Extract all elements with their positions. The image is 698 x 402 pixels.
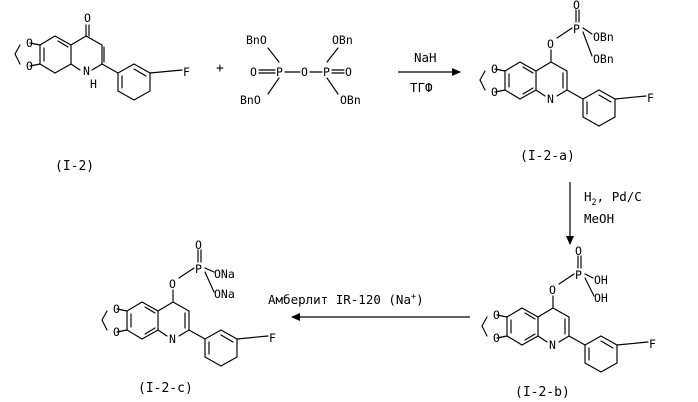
atom-label: O: [84, 11, 91, 25]
atom-label: P: [323, 65, 330, 79]
arrow-condition-line1: H2, Pd/C: [584, 189, 642, 208]
atom-label: BnO: [246, 33, 267, 47]
atom-label: H: [90, 77, 97, 91]
reagent-pyrophosphate: BnO OBn BnO OBn O P O P O: [240, 33, 361, 107]
atom-label: O: [301, 65, 308, 79]
compound-label: (I-2-c): [138, 381, 193, 396]
atom-label: OBn: [340, 93, 361, 107]
atom-label: F: [647, 91, 654, 105]
atom-label: P: [276, 65, 283, 79]
compound-i2a: O O N F O P O OBn OBn (I-2-a): [480, 0, 654, 164]
compound-i2a-bonds: [480, 10, 646, 126]
atom-label: O: [169, 277, 176, 291]
atom-label: ONa: [214, 287, 235, 301]
atom-label: O: [26, 59, 33, 73]
atom-label: N: [83, 64, 90, 78]
arrow-above-text: NaH: [414, 50, 437, 65]
atom-label: BnO: [240, 93, 261, 107]
atom-label: N: [547, 92, 554, 106]
atom-label: N: [169, 332, 176, 346]
compound-i2c-bonds: [102, 250, 268, 366]
atom-label: N: [549, 338, 556, 352]
compound-label: (I-2-a): [520, 149, 575, 164]
compound-i2b: O O N F O P O OH OH (I-2-b): [482, 244, 656, 400]
atom-label: O: [575, 244, 582, 258]
atom-label: O: [491, 85, 498, 99]
atom-label: O: [113, 325, 120, 339]
atom-label: O: [113, 302, 120, 316]
atom-label: P: [575, 268, 582, 282]
arrow-below-text: ТГФ: [410, 80, 433, 95]
atom-label: F: [649, 337, 656, 351]
atom-label: O: [573, 0, 580, 12]
atom-label: O: [195, 238, 202, 252]
compound-i2: O O O N H F (I-2): [15, 11, 190, 174]
atom-label: OH: [594, 273, 608, 287]
atom-label: P: [195, 262, 202, 276]
compound-i2-bonds: [15, 25, 182, 100]
compound-i2b-bonds: [482, 256, 648, 372]
atom-label: OH: [594, 291, 608, 305]
atom-label: O: [26, 36, 33, 50]
atom-label: OBn: [332, 33, 353, 47]
atom-label: O: [549, 283, 556, 297]
compound-i2c: O O N F O P O ONa ONa (I-2-c): [102, 238, 276, 396]
atom-label: OBn: [593, 30, 614, 44]
atom-label: O: [493, 308, 500, 322]
atom-label: O: [491, 62, 498, 76]
compound-label: (I-2-b): [515, 385, 570, 400]
compound-label: (I-2): [55, 159, 94, 174]
atom-label: O: [345, 65, 352, 79]
arrow-above-text: Амберлит IR-120 (Na+): [268, 292, 424, 307]
atom-label: P: [573, 22, 580, 36]
atom-label: O: [250, 65, 257, 79]
arrow-step3: Амберлит IR-120 (Na+): [268, 292, 470, 317]
atom-label: F: [183, 65, 190, 79]
atom-label: O: [547, 37, 554, 51]
atom-label: ONa: [214, 267, 235, 281]
atom-label: O: [493, 331, 500, 345]
arrow-step1: NaH ТГФ: [398, 50, 460, 95]
arrow-condition-line2: MeOH: [584, 211, 614, 226]
atom-label: F: [269, 331, 276, 345]
arrow-step2: H2, Pd/C MeOH: [570, 182, 642, 244]
plus-sign: +: [216, 61, 224, 76]
atom-label: OBn: [593, 52, 614, 66]
